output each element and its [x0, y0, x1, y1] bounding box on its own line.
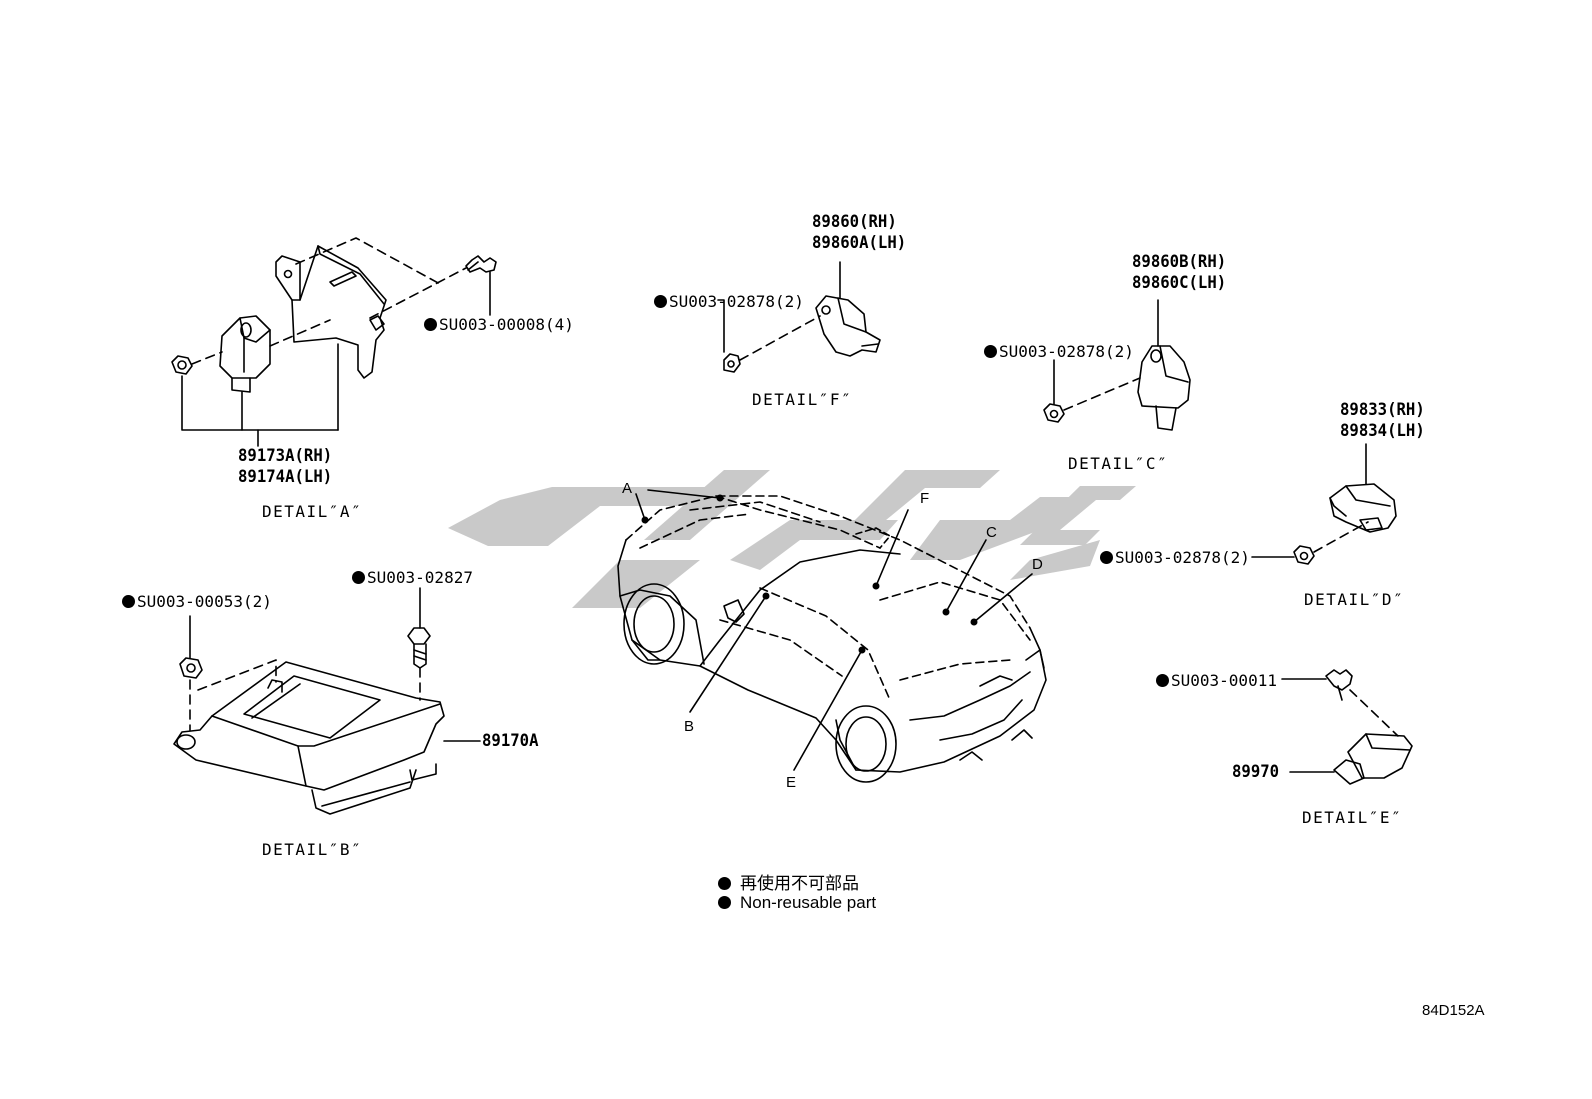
detail-e-drawing: [1281, 669, 1413, 785]
detail-a-part-numbers: 89173A(RH) 89174A(LH): [238, 446, 332, 488]
detail-c-part-lh: 89860C(LH): [1132, 273, 1227, 293]
detail-a-drawing: [171, 237, 497, 447]
detail-f-part-numbers: 89860(RH) 89860A(LH): [812, 212, 906, 254]
detail-f-fastener: SU003-02878(2): [654, 293, 804, 311]
callout-a: A: [622, 480, 633, 497]
detail-a-fastener: SU003-00008(4): [424, 316, 574, 334]
detail-c-fastener: SU003-02878(2): [984, 343, 1134, 361]
vehicle-callout-dots: [641, 494, 978, 654]
callout-e: E: [786, 774, 797, 791]
non-reusable-dot-icon: [122, 595, 135, 608]
drawing-code: 84D152A: [1422, 1002, 1485, 1019]
detail-c-part-numbers: 89860B(RH) 89860C(LH): [1132, 252, 1226, 294]
detail-a-caption: DETAIL″A″: [262, 502, 363, 521]
detail-b-fastener-left: SU003-00053(2): [122, 593, 272, 611]
non-reusable-dot-icon: [1156, 674, 1169, 687]
non-reusable-dot-icon: [424, 318, 437, 331]
vehicle-drawing: [617, 489, 1047, 783]
detail-d-part-rh: 89833(RH): [1340, 400, 1425, 420]
detail-a-part-rh: 89173A(RH): [238, 446, 333, 466]
detail-d-drawing: [1251, 443, 1397, 565]
detail-f-fastener-code: SU003-02878(2): [669, 292, 804, 311]
non-reusable-dot-icon: [352, 571, 365, 584]
callout-f: F: [920, 490, 930, 507]
detail-a-part-lh: 89174A(LH): [238, 467, 333, 487]
non-reusable-dot-icon: [1100, 551, 1113, 564]
detail-d-part-lh: 89834(LH): [1340, 421, 1425, 441]
detail-e-caption: DETAIL″E″: [1302, 808, 1403, 827]
legend-english: Non-reusable part: [718, 893, 876, 913]
detail-a-fastener-code: SU003-00008(4): [439, 315, 574, 334]
detail-b-fastener-left-code: SU003-00053(2): [137, 592, 272, 611]
detail-b-fastener-top: SU003-02827: [352, 569, 473, 587]
detail-b-drawing: [173, 587, 481, 815]
detail-d-fastener: SU003-02878(2): [1100, 549, 1250, 567]
detail-d-caption: DETAIL″D″: [1304, 590, 1405, 609]
detail-b-part-number: 89170A: [482, 731, 539, 751]
callout-d: D: [1032, 556, 1043, 573]
detail-c-fastener-code: SU003-02878(2): [999, 342, 1134, 361]
detail-d-part-numbers: 89833(RH) 89834(LH): [1340, 400, 1425, 442]
detail-e-part-number: 89970: [1232, 762, 1280, 782]
detail-e-fastener-code: SU003-00011: [1171, 671, 1277, 690]
detail-b-fastener-top-code: SU003-02827: [367, 568, 473, 587]
detail-d-fastener-code: SU003-02878(2): [1115, 548, 1250, 567]
detail-f-part-lh: 89860A(LH): [812, 233, 907, 253]
detail-e-fastener: SU003-00011: [1156, 672, 1277, 690]
detail-c-part-rh: 89860B(RH): [1132, 252, 1227, 272]
non-reusable-dot-icon: [718, 896, 731, 909]
non-reusable-dot-icon: [718, 877, 731, 890]
detail-f-drawing: [717, 261, 881, 373]
callout-b: B: [684, 718, 695, 735]
detail-c-drawing: [1043, 299, 1191, 431]
watermark-logo: [448, 470, 1136, 608]
detail-b-caption: DETAIL″B″: [262, 840, 363, 859]
detail-f-caption: DETAIL″F″: [752, 390, 853, 409]
detail-c-caption: DETAIL″C″: [1068, 454, 1169, 473]
legend-english-text: Non-reusable part: [740, 893, 877, 912]
non-reusable-dot-icon: [984, 345, 997, 358]
callout-c: C: [986, 524, 997, 541]
detail-f-part-rh: 89860(RH): [812, 212, 897, 232]
legend-japanese: 再使用不可部品: [718, 869, 859, 894]
non-reusable-dot-icon: [654, 295, 667, 308]
legend-japanese-text: 再使用不可部品: [740, 874, 859, 893]
